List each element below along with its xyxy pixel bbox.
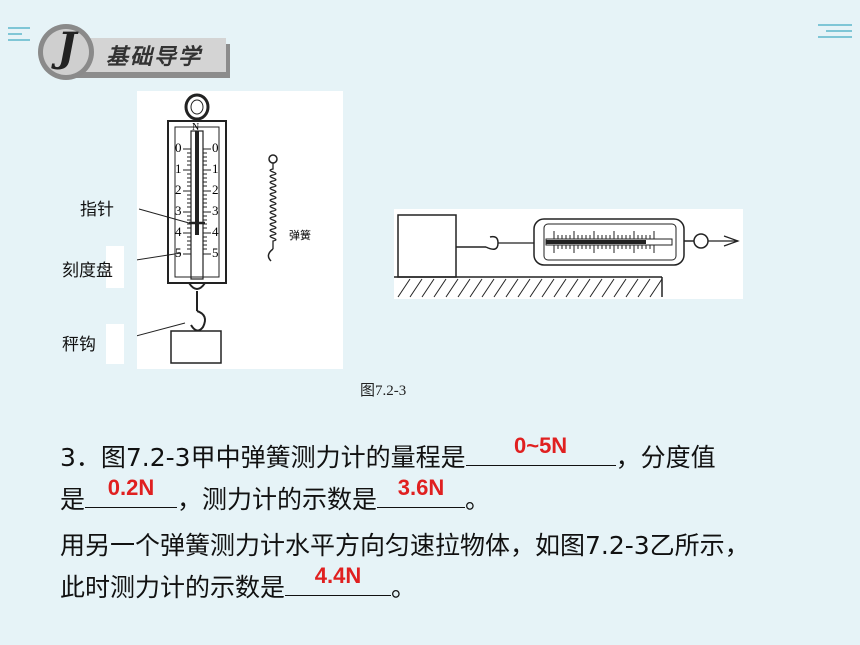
dial-label-bg: [106, 246, 124, 288]
scale-number-left-3: 3: [175, 203, 182, 218]
answer-blank-reading-b: 4.4N: [285, 563, 392, 596]
answer-reading-a: 3.6N: [397, 475, 445, 500]
scale-number-left-5: 5: [175, 245, 182, 260]
figure-b: [394, 209, 743, 299]
scale-number-right-0: 0: [212, 140, 219, 155]
scale-number-left-0: 0: [175, 140, 182, 155]
question-text-2b: ，测力计的示数是: [177, 485, 378, 514]
scale-unit-label: N: [192, 122, 200, 133]
scale-number-right-1: 1: [212, 161, 219, 176]
scale-number-left-4: 4: [175, 224, 182, 239]
question-text-1b: ，分度值: [615, 443, 716, 472]
question-text-1a: 3．图7.2-3甲中弹簧测力计的量程是: [60, 443, 466, 472]
hook-label: 秤钩: [62, 335, 96, 355]
section-header: J 基础导学: [36, 22, 236, 84]
question-line-1: 3．图7.2-3甲中弹簧测力计的量程是 0~5N ，分度值: [60, 433, 716, 474]
horizontal-scale-drawing: [394, 214, 740, 298]
pointer-label: 指针: [80, 200, 114, 220]
hook-label-bg: [106, 324, 124, 364]
question-text-4b: 。: [391, 573, 417, 602]
answer-blank-division: 0.2N: [85, 475, 178, 508]
answer-blank-range: 0~5N: [465, 433, 616, 466]
question-text-4a: 此时测力计的示数是: [60, 573, 286, 602]
page-title: 基础导学: [106, 45, 203, 70]
header-badge-shape: [38, 24, 230, 80]
question-line-2: 是 0.2N ，测力计的示数是 3.6N 。: [60, 475, 491, 516]
figure-caption: 图7.2-3: [360, 383, 407, 399]
answer-range: 0~5N: [513, 433, 568, 458]
question-text-2a: 是: [60, 485, 86, 514]
scale-number-left-2: 2: [175, 182, 182, 197]
scale-number-left-1: 1: [175, 161, 182, 176]
figure-a: N 0 1 2 3 4 5 0 1 2 3 4 5 弹簧: [116, 91, 343, 369]
answer-division: 0.2N: [107, 475, 155, 500]
scale-number-right-3: 3: [212, 203, 219, 218]
question-line-3: 用另一个弹簧测力计水平方向匀速拉物体，如图7.2-3乙所示，: [60, 531, 750, 560]
spring-label: 弹簧: [289, 229, 311, 242]
scale-number-right-5: 5: [212, 245, 219, 260]
dial-label: 刻度盘: [62, 261, 113, 281]
answer-reading-b: 4.4N: [314, 563, 362, 588]
header-badge-letter: J: [57, 24, 77, 71]
scale-number-right-2: 2: [212, 182, 219, 197]
scale-number-right-4: 4: [212, 224, 219, 239]
question-text-2c: 。: [465, 485, 491, 514]
answer-blank-reading-a: 3.6N: [377, 475, 466, 508]
question-line-4: 此时测力计的示数是 4.4N 。: [60, 563, 417, 604]
spring-scale-drawing: [116, 93, 278, 364]
